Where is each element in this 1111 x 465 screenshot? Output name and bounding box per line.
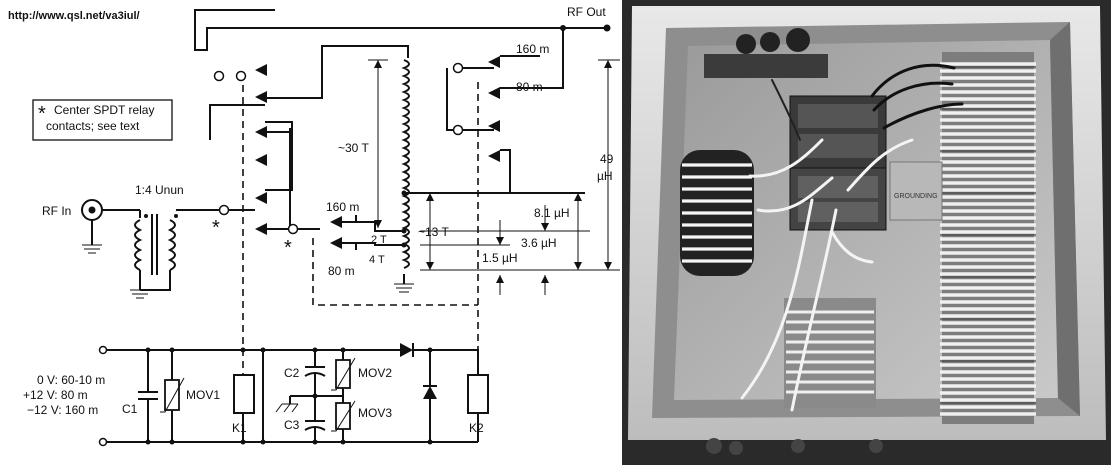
bottom-connectors	[706, 438, 883, 455]
unun-transformer	[130, 209, 220, 299]
inductance-49-value: 49	[600, 152, 614, 166]
turns-2-label: 2 T	[371, 234, 387, 246]
band-80-tap-label: 80 m	[328, 264, 355, 278]
supply-mode-line-1: 0 V: 60-10 m	[37, 373, 105, 387]
toroid-transformer	[680, 150, 754, 276]
label-mov2: MOV2	[358, 366, 392, 380]
svg-text:contacts; see text: contacts; see text	[46, 119, 140, 133]
terminal-strip	[704, 28, 828, 78]
turns-13-label: ~13 T	[418, 225, 449, 239]
turns-4-label: 4 T	[369, 254, 385, 266]
svg-text:Center SPDT relay: Center SPDT relay	[54, 103, 154, 117]
label-mov3: MOV3	[358, 406, 392, 420]
inductance-3-6-label: 3.6 µH	[521, 236, 557, 250]
rf-out-label: RF Out	[567, 5, 606, 19]
label-mov1: MOV1	[186, 388, 220, 402]
relay-k1-contacts	[209, 45, 409, 235]
enclosure-photo: GROUNDING	[622, 0, 1111, 465]
dc-control-circuit	[98, 343, 489, 447]
unun-label: 1:4 Unun	[135, 183, 184, 197]
label-k2: K2	[469, 421, 484, 435]
tall-coil	[940, 52, 1036, 424]
note-box: * Center SPDT relay contacts; see text	[32, 99, 173, 141]
label-c3: C3	[284, 418, 300, 432]
supply-mode-line-3: −12 V: 160 m	[27, 403, 98, 417]
schematic-diagram: http://www.qsl.net/va3iul/ RF Out * Cent…	[8, 5, 620, 447]
band-80-top-label: 80 m	[516, 80, 543, 94]
svg-text:*: *	[38, 103, 46, 125]
rf-in-label: RF In	[42, 204, 71, 218]
spdt-star-marker-1: *	[212, 217, 220, 239]
label-c1: C1	[122, 402, 138, 416]
inductance-49-unit: µH	[597, 169, 613, 183]
svg-text:GROUNDING: GROUNDING	[894, 193, 938, 200]
band-160-tap-label: 160 m	[326, 200, 359, 214]
small-coil	[784, 298, 876, 408]
band-160-top-label: 160 m	[516, 42, 549, 56]
source-url: http://www.qsl.net/va3iul/	[8, 10, 140, 22]
spdt-star-marker-2: *	[284, 237, 292, 259]
wiring	[740, 63, 964, 412]
label-c2: C2	[284, 366, 300, 380]
supply-mode-line-2: +12 V: 80 m	[23, 388, 88, 402]
inductance-1-5-label: 1.5 µH	[482, 251, 518, 265]
turns-30-label: ~30 T	[338, 141, 369, 155]
label-k1: K1	[232, 421, 247, 435]
inductance-8-1-label: 8.1 µH	[534, 206, 570, 220]
main-coil	[394, 59, 414, 293]
grounding-plate: GROUNDING	[889, 161, 943, 221]
relay-k2-contacts	[446, 55, 540, 162]
